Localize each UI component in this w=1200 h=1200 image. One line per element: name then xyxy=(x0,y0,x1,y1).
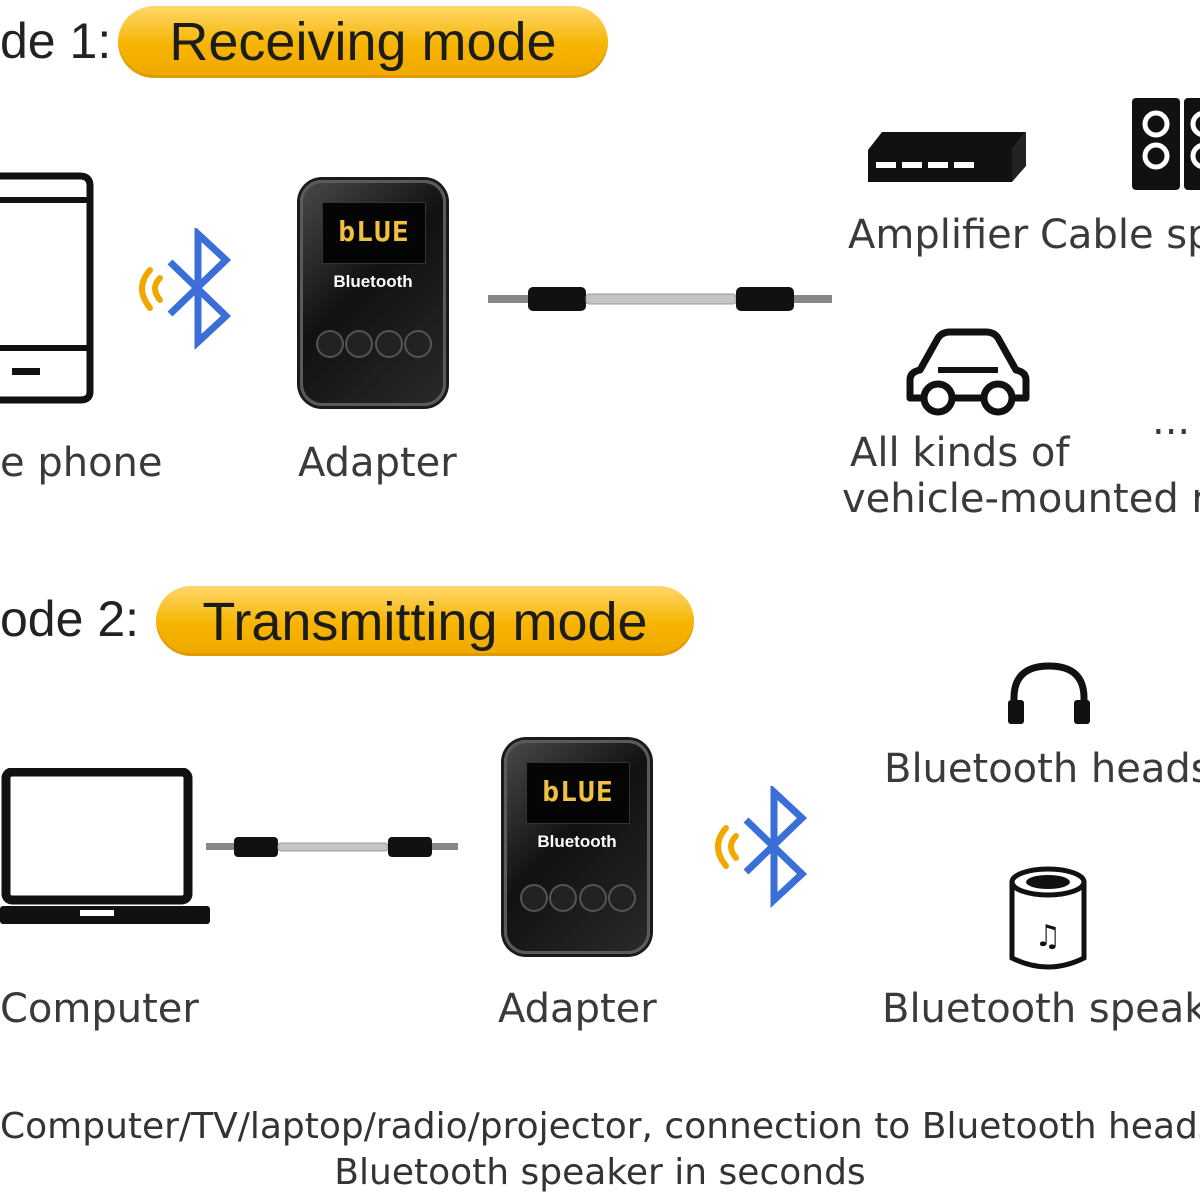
aux-cable-icon xyxy=(488,287,832,311)
bluetooth-signal-icon xyxy=(715,786,808,909)
headphones-icon xyxy=(1008,662,1090,724)
vehicle-label-line1: All kinds of xyxy=(850,430,1070,476)
phone-label: e phone xyxy=(0,440,163,486)
adapter-display: bLUE xyxy=(322,202,426,264)
laptop-icon xyxy=(0,768,210,924)
cable-speaker-label: Cable sp xyxy=(1040,212,1200,258)
adapter-buttons xyxy=(522,886,634,912)
bluetooth-adapter-device: bLUE Bluetooth xyxy=(300,180,446,406)
bluetooth-speaker-icon: ♫ xyxy=(1009,866,1087,970)
adapter-label: Adapter xyxy=(498,986,657,1032)
footer-line2: Bluetooth speaker in seconds xyxy=(334,1152,866,1193)
amplifier-label: Amplifier xyxy=(848,212,1029,258)
mobile-phone-icon xyxy=(0,172,94,404)
bluetooth-signal-icon xyxy=(139,228,232,351)
car-icon xyxy=(906,328,1030,416)
mode2-prefix: ode 2: xyxy=(0,591,140,647)
svg-text:♫: ♫ xyxy=(1035,919,1062,954)
computer-label: Computer xyxy=(0,986,199,1032)
adapter-label: Adapter xyxy=(298,440,457,486)
bluetooth-adapter-device: bLUE Bluetooth xyxy=(504,740,650,954)
headset-label: Bluetooth headse xyxy=(884,746,1200,792)
adapter-brand: Bluetooth xyxy=(333,272,413,291)
adapter-screen-text: bLUE xyxy=(338,215,410,248)
footer-line1: Computer/TV/laptop/radio/projector, conn… xyxy=(0,1106,1200,1147)
speaker-icon xyxy=(1132,98,1200,190)
adapter-buttons xyxy=(318,332,430,358)
aux-cable-icon xyxy=(206,837,458,857)
amplifier-icon xyxy=(868,132,1026,182)
adapter-brand: Bluetooth xyxy=(537,832,617,851)
vehicle-label-line2: vehicle-mounted r xyxy=(842,476,1200,522)
mode1-title-pill: Receiving mode xyxy=(118,6,608,78)
more-ellipsis: ... xyxy=(1152,398,1191,444)
mode1-prefix: de 1: xyxy=(0,13,112,69)
adapter-display: bLUE xyxy=(526,762,630,824)
speaker-label: Bluetooth speake xyxy=(882,986,1200,1032)
adapter-screen-text: bLUE xyxy=(542,775,614,808)
mode2-title-pill: Transmitting mode xyxy=(156,586,694,656)
